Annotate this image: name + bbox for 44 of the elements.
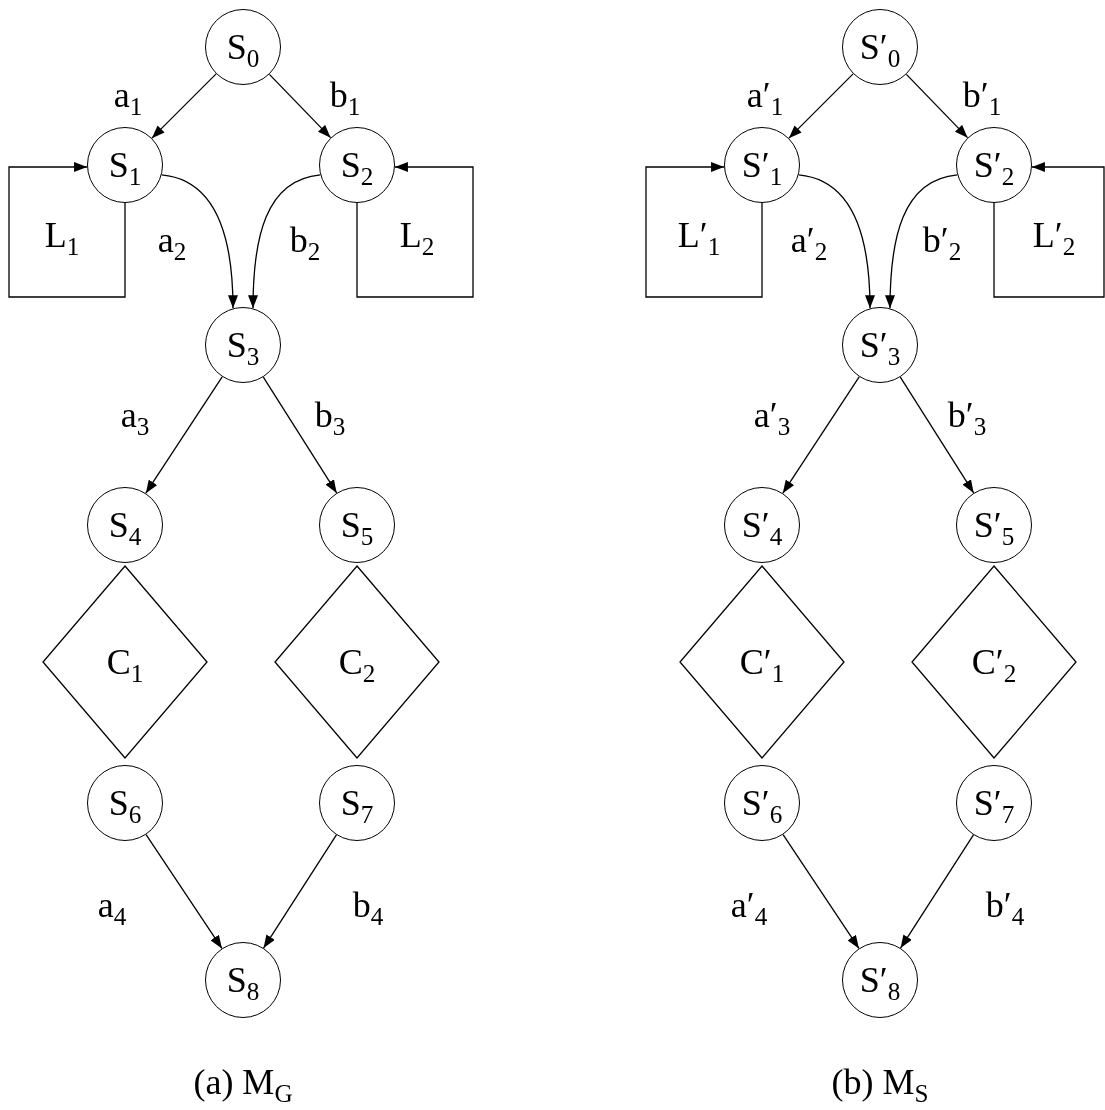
- arrow: [356, 162, 474, 298]
- state-label: S′$_{5}$: [973, 507, 1015, 543]
- state-label: S$_{3}$: [226, 327, 260, 363]
- arrow: [645, 162, 763, 298]
- state-label: S′$_{2}$: [973, 147, 1015, 183]
- state-label: S′$_{6}$: [741, 785, 783, 821]
- arrow: [248, 174, 321, 309]
- arrow: [145, 833, 223, 950]
- caption: (a) M$_{G}$: [193, 1064, 293, 1100]
- arrow: [905, 73, 969, 139]
- caption: (b) M$_{S}$: [831, 1064, 929, 1100]
- arrow: [262, 834, 338, 949]
- state-label: S$_{7}$: [340, 785, 374, 821]
- state-label: S′$_{7}$: [973, 785, 1015, 821]
- arrow: [899, 834, 975, 949]
- arrow: [899, 376, 975, 494]
- arrow: [161, 174, 238, 309]
- arrow: [268, 73, 332, 139]
- state-label: C$_{1}$: [106, 644, 144, 680]
- state-label: S′$_{8}$: [859, 962, 901, 998]
- state-label: S$_{8}$: [226, 962, 260, 998]
- arrow: [262, 376, 338, 494]
- state-label: S$_{5}$: [340, 507, 374, 543]
- arrow: [8, 162, 126, 298]
- arrow: [782, 833, 860, 950]
- state-label: S$_{6}$: [108, 785, 142, 821]
- state-label: S′$_{4}$: [741, 507, 783, 543]
- state-label: S′$_{1}$: [741, 147, 783, 183]
- arrow: [788, 73, 854, 139]
- arrow: [798, 174, 875, 309]
- state-label: S′$_{0}$: [859, 29, 901, 65]
- arrow: [993, 162, 1105, 298]
- state-label: S$_{1}$: [108, 147, 142, 183]
- state-label: C′$_{2}$: [971, 644, 1017, 680]
- state-label: S$_{0}$: [226, 29, 260, 65]
- state-label: C$_{2}$: [338, 644, 376, 680]
- arrow: [782, 376, 860, 494]
- arrow: [885, 174, 958, 309]
- arrow: [145, 376, 223, 494]
- arrow: [151, 73, 217, 139]
- state-label: S$_{4}$: [108, 507, 142, 543]
- state-label: S′$_{3}$: [859, 327, 901, 363]
- state-label: S$_{2}$: [340, 147, 374, 183]
- state-label: C′$_{1}$: [739, 644, 785, 680]
